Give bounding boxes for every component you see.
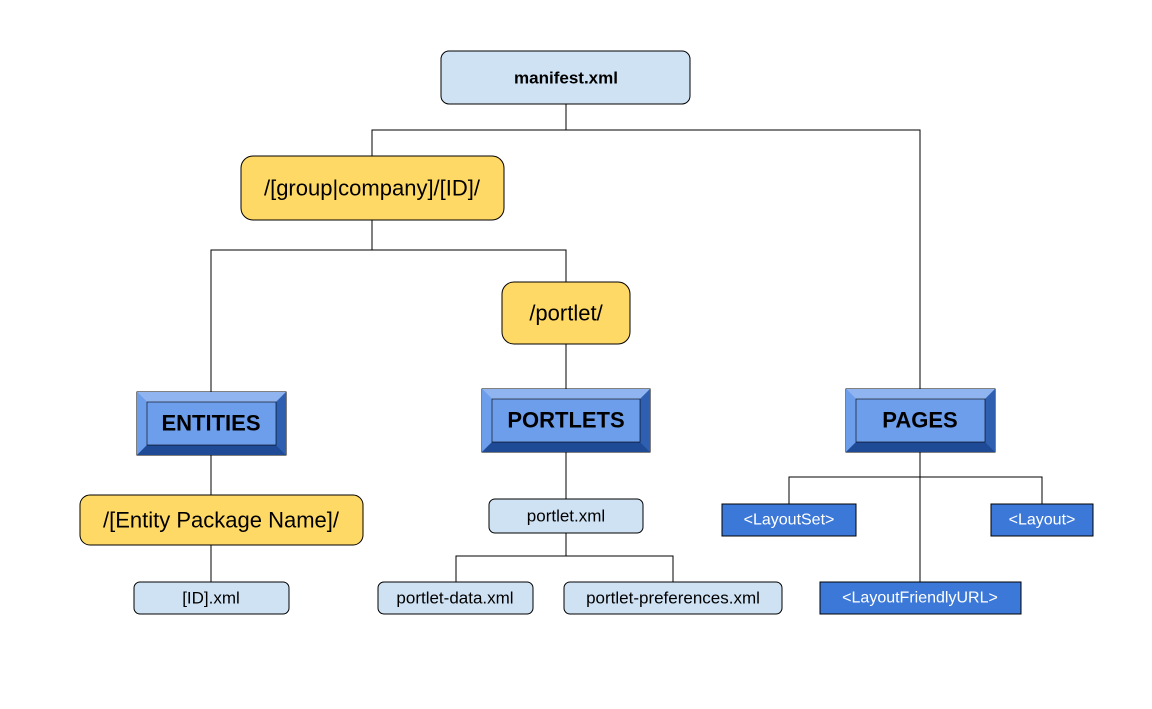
node-group-company-label: /[group|company]/[ID]/ [264,176,481,201]
node-entities-label: ENTITIES [161,411,260,436]
node-portlet-data-xml-label: portlet-data.xml [396,589,513,608]
node-entity-package-folder[interactable]: /[Entity Package Name]/ [79,494,364,546]
node-layout-set[interactable]: <LayoutSet> [721,503,857,537]
connector-group-entities [210,220,373,392]
connector-portletxml-preferences [566,555,674,582]
node-portlets[interactable]: PORTLETS [481,388,651,453]
node-entities[interactable]: ENTITIES [136,391,287,456]
node-portlet-preferences-xml-label: portlet-preferences.xml [586,589,760,608]
node-portlet-xml-label: portlet.xml [527,507,605,526]
node-portlet-folder[interactable]: /portlet/ [501,281,631,345]
connector-lines [210,104,1043,582]
node-group-company-folder[interactable]: /[group|company]/[ID]/ [240,155,505,221]
node-pages[interactable]: PAGES [845,388,996,453]
node-manifest[interactable]: manifest.xml [440,50,691,105]
node-layout-friendly-url[interactable]: <LayoutFriendlyURL> [819,581,1022,615]
connector-manifest-children [371,104,567,156]
node-pages-label: PAGES [882,408,957,433]
node-portlets-label: PORTLETS [507,408,624,433]
node-portlet-folder-label: /portlet/ [529,301,603,326]
node-portlet-preferences-xml[interactable]: portlet-preferences.xml [563,581,783,615]
connector-pages-layoutset [788,476,920,504]
connector-manifest-pages [566,129,921,389]
node-layout-set-label: <LayoutSet> [744,512,835,529]
node-id-xml-label: [ID].xml [182,589,240,608]
node-manifest-label: manifest.xml [514,69,618,88]
node-portlet-xml[interactable]: portlet.xml [488,498,644,534]
connector-group-portlet [372,249,567,282]
node-layout-friendly-url-label: <LayoutFriendlyURL> [842,590,998,607]
node-layout-label: <Layout> [1009,512,1076,529]
node-entity-package-label: /[Entity Package Name]/ [103,508,340,533]
connector-pages-layout [920,476,1043,504]
node-portlet-data-xml[interactable]: portlet-data.xml [377,581,534,615]
connector-portletxml-children [455,533,567,582]
node-id-xml[interactable]: [ID].xml [133,581,290,615]
node-layout[interactable]: <Layout> [990,503,1094,537]
